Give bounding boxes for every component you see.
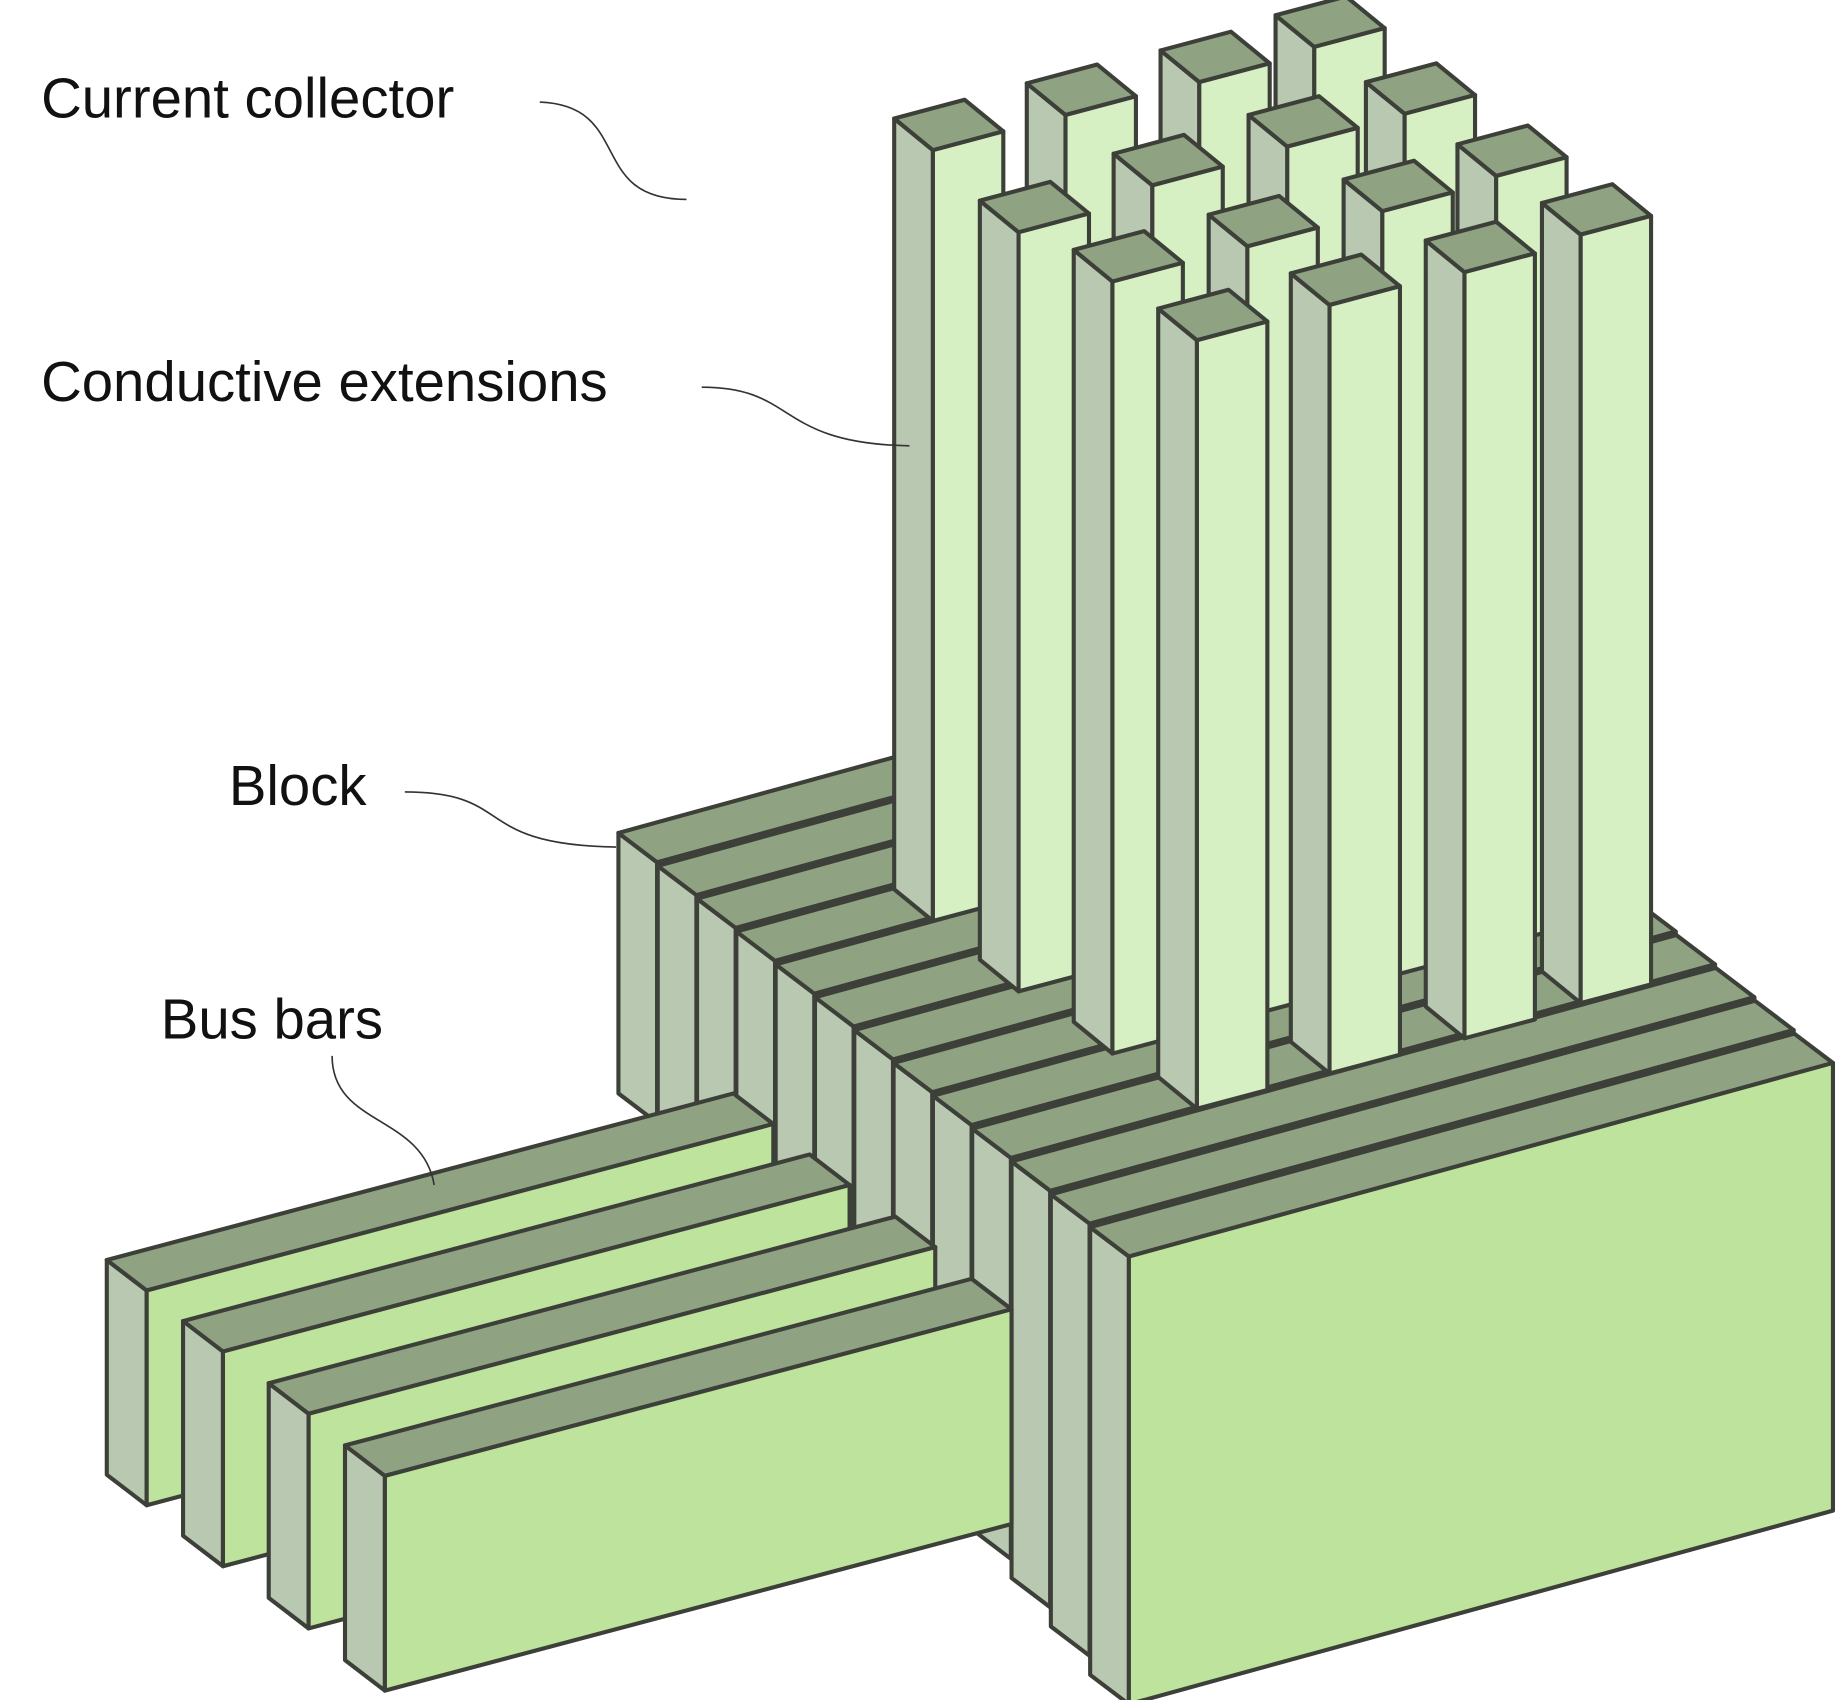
leader-conductive-extensions — [701, 386, 910, 447]
side-face — [977, 198, 1021, 994]
side-face — [1071, 247, 1115, 1056]
conductive-extension — [1156, 287, 1270, 1111]
bus-bars — [104, 1091, 1014, 1693]
side-face — [1423, 238, 1467, 1041]
side-face — [1539, 200, 1583, 1006]
conductive-extension — [1539, 182, 1654, 1006]
leader-bus-bars — [331, 1055, 435, 1186]
front-face — [1578, 213, 1654, 1006]
front-face — [1462, 251, 1537, 1041]
labels: Current collector Conductive extensions … — [41, 66, 910, 1186]
side-face — [1009, 1159, 1053, 1610]
side-face — [892, 116, 935, 924]
conductive-extension — [1288, 252, 1403, 1076]
side-face — [1156, 306, 1199, 1111]
label-current-collector: Current collector — [41, 66, 454, 129]
front-face — [382, 1307, 1014, 1693]
side-face — [616, 830, 660, 1125]
side-face — [1088, 1225, 1131, 1700]
label-block: Block — [229, 754, 368, 817]
conductive-extension — [1423, 219, 1537, 1041]
side-face — [342, 1443, 387, 1693]
conductive-extensions — [892, 0, 1654, 1111]
front-face — [1126, 1060, 1836, 1700]
side-face — [181, 1318, 226, 1569]
block-slab — [1088, 1031, 1836, 1700]
leader-block — [404, 791, 617, 848]
front-face — [1194, 319, 1270, 1111]
leader-current-collector — [539, 101, 687, 201]
front-face — [1327, 284, 1403, 1076]
side-face — [266, 1381, 311, 1631]
side-face — [1288, 271, 1332, 1076]
side-face — [1048, 1192, 1092, 1658]
bus-bar — [342, 1276, 1014, 1693]
label-conductive-extensions: Conductive extensions — [41, 350, 608, 413]
side-face — [104, 1257, 149, 1508]
label-bus-bars: Bus bars — [161, 987, 383, 1050]
conductive-extension — [977, 179, 1092, 994]
